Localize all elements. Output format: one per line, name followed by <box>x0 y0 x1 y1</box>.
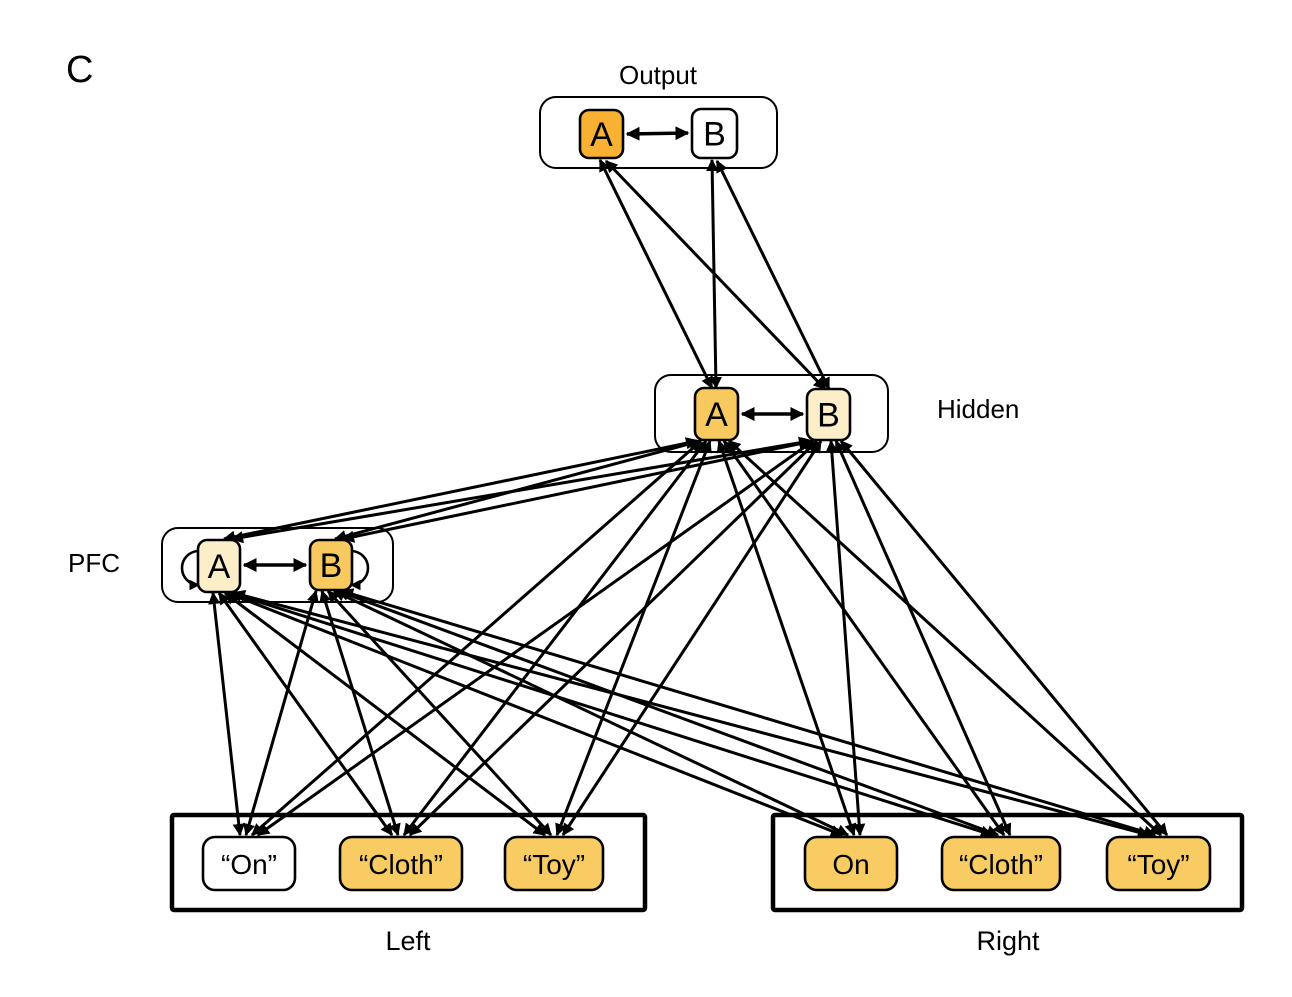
edge-hidden-b-right-toy <box>839 440 1169 836</box>
edge-hidden-a-left-cloth <box>402 440 708 836</box>
pfc-label: PFC <box>68 548 120 578</box>
hidden-label: Hidden <box>937 394 1019 424</box>
panel-label: C <box>66 49 93 91</box>
hidden-node-a-label: A <box>705 396 728 434</box>
edge-output-a-output-b <box>625 126 690 141</box>
output-label: Output <box>619 60 698 90</box>
right-input-toy-label: “Toy” <box>1127 849 1189 880</box>
left-input-on <box>201 835 297 892</box>
pfc-b-self-loop <box>349 549 370 591</box>
output-node-b <box>690 107 739 160</box>
pfc-node-b <box>308 538 354 592</box>
edge-hidden-a-pfc-a <box>222 437 699 543</box>
edge-pfc-a-left-on <box>208 591 245 837</box>
edge-pfc-b-right-cloth <box>336 589 1000 837</box>
edge-hidden-a-right-on <box>716 439 857 837</box>
right-input-on-label: On <box>832 849 869 880</box>
pfc-node-a-label: A <box>208 548 231 586</box>
output-node-a-label: A <box>590 116 613 154</box>
left-input-toy <box>503 835 605 892</box>
right-input-toy <box>1105 835 1212 892</box>
edge-pfc-a-right-toy <box>232 589 1151 839</box>
edge-hidden-a-output-a <box>598 158 714 390</box>
pfc-node-a <box>196 538 242 594</box>
right-input-cloth-label: “Cloth” <box>959 849 1043 880</box>
pfc-node-b-label: B <box>320 547 343 585</box>
edge-pfc-a-right-cloth <box>229 590 994 838</box>
edge-pfc-b-right-toy <box>340 588 1157 838</box>
right-input-on <box>803 835 899 892</box>
output-node-b-label: B <box>703 116 726 154</box>
pfc-a-self-loop <box>180 549 201 591</box>
hidden-node-a <box>693 386 740 442</box>
hidden-node-b-label: B <box>817 397 840 435</box>
edge-pfc-b-right-on <box>332 589 850 837</box>
left-input-cloth-label: “Cloth” <box>359 849 443 880</box>
left-label: Left <box>385 926 431 956</box>
left-input-cloth <box>338 835 464 892</box>
edge-hidden-b-output-b <box>715 159 831 391</box>
right-input-cloth <box>940 835 1062 892</box>
output-node-a <box>578 108 625 160</box>
left-input-toy-label: “Toy” <box>523 849 585 880</box>
left-input-on-label: “On” <box>221 849 277 880</box>
edge-hidden-a-right-toy <box>727 439 1163 837</box>
right-label: Right <box>976 926 1040 956</box>
edge-pfc-b-left-on <box>243 589 319 837</box>
hidden-node-b <box>805 387 852 442</box>
edge-hidden-b-left-cloth <box>408 439 819 837</box>
